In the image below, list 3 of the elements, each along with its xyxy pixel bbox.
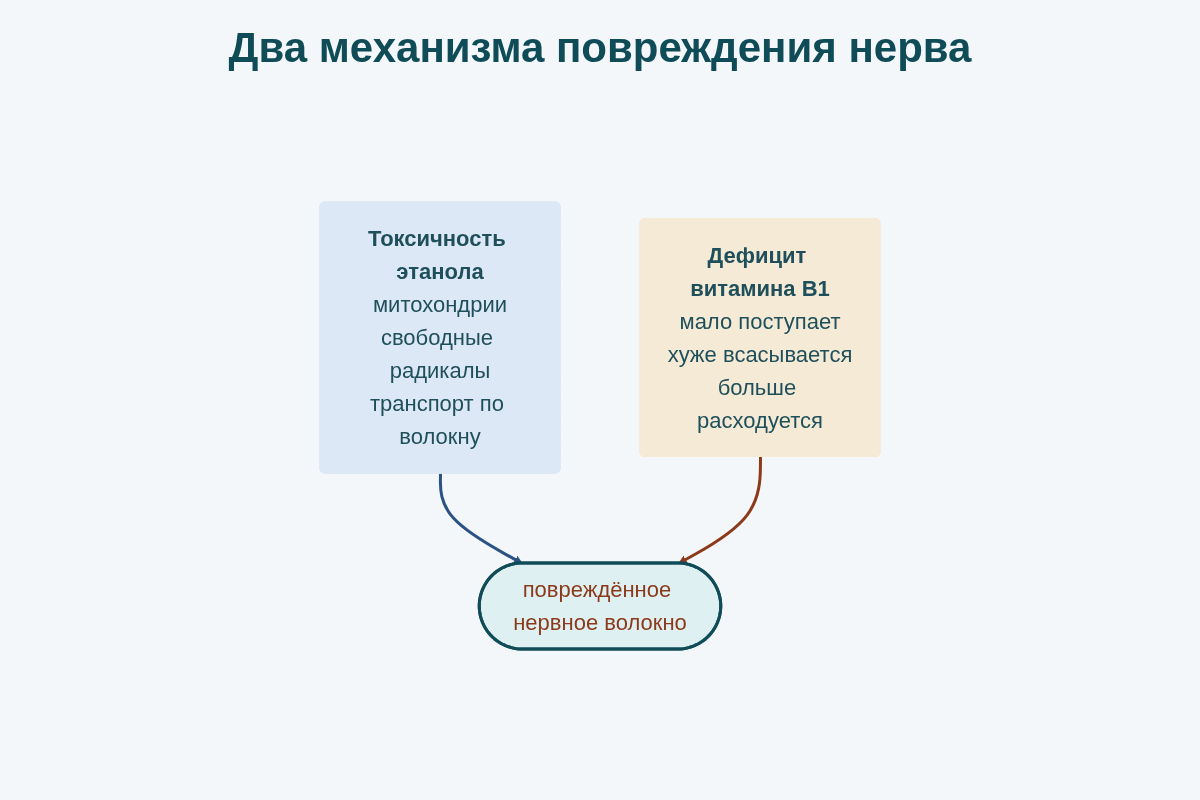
title: Два механизма повреждения нерва xyxy=(227,24,973,72)
arrow xyxy=(678,456,762,564)
arrow xyxy=(438,473,523,564)
